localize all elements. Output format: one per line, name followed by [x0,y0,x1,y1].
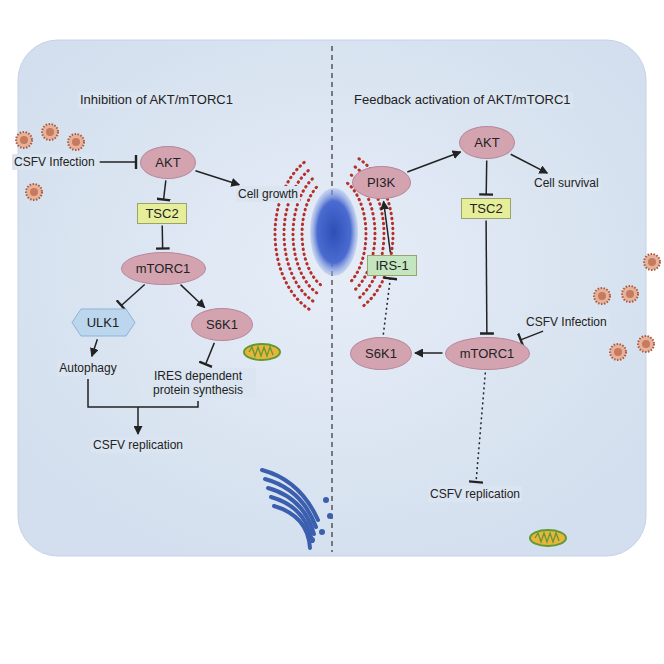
protein-box: IRS-1 [367,255,417,276]
protein-box: TSC2 [137,203,187,224]
protein-ellipse: PI3K [352,166,411,199]
protein-ellipse: AKT [459,126,515,159]
outcome-label: Cell survival [532,175,601,191]
activation-arrow [181,285,205,308]
inhibition-line [485,221,487,334]
node-label: AKT [474,135,499,150]
virus-particle [644,254,660,270]
inhibition-line [485,160,487,194]
node-label: ULK1 [87,315,120,330]
protein-box: TSC2 [461,198,511,219]
virus-particle [42,124,58,140]
golgi-vesicle [323,497,329,503]
inhibition-line [164,180,166,199]
node-label: S6K1 [365,346,397,361]
node-label: mTORC1 [460,346,515,361]
er-membrane [275,160,309,309]
process-label: IRES dependent protein synthesis [140,368,256,398]
golgi-vesicle [327,513,333,519]
inhibition-line [121,284,144,305]
stimulus-label: CSFV Infection [524,314,609,330]
activation-leader [137,407,139,434]
outcome-label: CSFV replication [428,486,522,502]
golgi-vesicle [319,529,325,535]
virus-particles [16,124,660,360]
virus-particle [68,134,84,150]
cell-body [18,40,646,556]
inhibition-leader [476,372,485,482]
panel-heading: Inhibition of AKT/mTORC1 [78,92,235,108]
golgi-vesicle [309,537,315,543]
virus-particle [610,344,626,360]
nucleus [310,188,358,276]
protein-hexagon: ULK1 [71,308,136,337]
mitochondrion [530,530,566,546]
virus-particle [638,336,654,352]
inhibition-leader [100,161,136,163]
inhibition-line [383,278,390,334]
inhibition-leader [521,331,543,340]
virus-particle [622,286,638,302]
virus-particle [26,184,42,200]
activation-leader [511,154,548,173]
inhibition-leader [206,343,215,364]
activation-arrow [415,352,443,354]
node-label: mTORC1 [136,261,191,276]
activation-leader [195,171,239,185]
outcome-label: Cell growth [236,186,300,202]
node-label: IRS-1 [375,258,408,273]
divider-line [331,46,332,552]
golgi-apparatus [262,470,333,548]
node-label: TSC2 [469,201,502,216]
protein-ellipse: mTORC1 [445,337,530,370]
protein-ellipse: S6K1 [191,308,253,341]
activation-leader [92,339,97,356]
mitochondria [244,344,566,546]
protein-ellipse: mTORC1 [121,252,206,285]
mitochondrion [244,344,280,360]
node-label: PI3K [367,175,395,190]
virus-particle [16,132,32,148]
panel-heading: Feedback activation of AKT/mTORC1 [352,92,573,108]
stimulus-label: CSFV Infection [12,154,97,170]
virus-particle [594,288,610,304]
activation-arrow [407,152,460,172]
activation-arrow [384,201,391,252]
golgi-cisterna [274,506,310,548]
process-label: Autophagy [57,360,118,376]
protein-ellipse: AKT [140,146,196,179]
node-label: S6K1 [206,317,238,332]
node-label: TSC2 [145,206,178,221]
protein-ellipse: S6K1 [350,337,412,370]
node-label: AKT [155,155,180,170]
inhibition-line [161,226,163,249]
outcome-label: CSFV replication [91,437,185,453]
